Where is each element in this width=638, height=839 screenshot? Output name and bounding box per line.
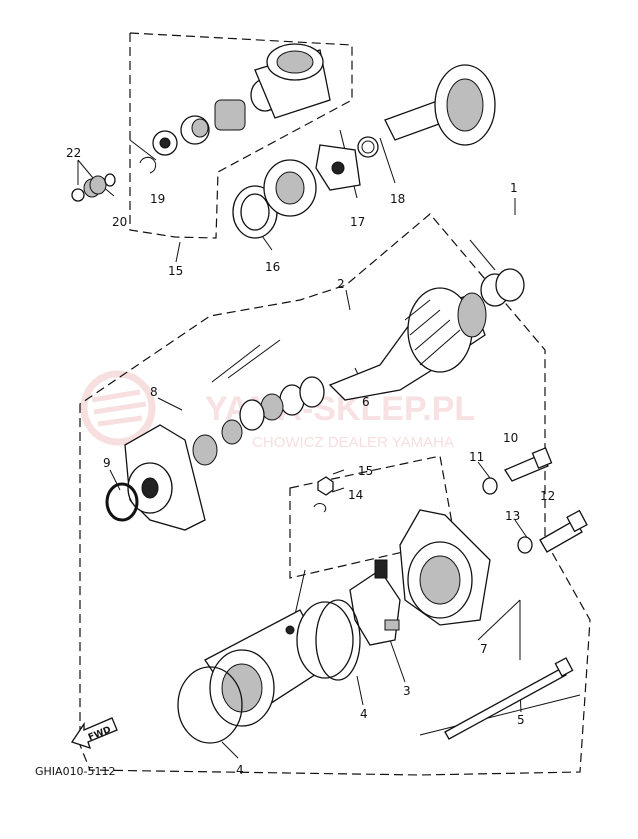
callout-9: 9 xyxy=(103,456,111,470)
part-15-nut xyxy=(317,476,334,496)
callout-4-bottom: 4 xyxy=(236,763,244,777)
part-12-bolt xyxy=(539,509,588,553)
part-2-washers xyxy=(221,268,525,445)
callout-18: 17 xyxy=(350,215,365,229)
callout-15: 15 xyxy=(358,464,373,478)
part-9-oring xyxy=(105,482,139,522)
group-16-bushings xyxy=(152,78,280,156)
callout-14: 14 xyxy=(348,488,363,502)
callout-3: 3 xyxy=(403,684,411,698)
part-3-brush-holder xyxy=(349,559,401,646)
group-16-clutch-shaft xyxy=(384,64,496,146)
diagram-code: GHIA010-5112 xyxy=(35,765,116,778)
part-10-bolt xyxy=(504,447,553,482)
callout-11: 11 xyxy=(469,450,484,464)
callout-6: 6 xyxy=(362,395,370,409)
callout-13: 13 xyxy=(505,509,520,523)
part-17-bearing xyxy=(232,159,317,239)
part-20-clip xyxy=(139,156,157,174)
group-1-outline xyxy=(79,213,591,776)
watermark-logo-icon xyxy=(80,370,156,446)
part-yoke-housing xyxy=(204,601,354,727)
group-16-outline xyxy=(129,32,353,239)
callout-7: 7 xyxy=(480,642,488,656)
callout-12: 12 xyxy=(540,489,555,503)
watermark-logo-stripes-icon xyxy=(91,389,147,427)
part-14-washer xyxy=(313,502,327,513)
callout-4-right: 4 xyxy=(360,707,368,721)
callout-21: 20 xyxy=(112,215,127,229)
callout-labels: 22 20 19 17 18 16 15 1 2 6 8 9 10 11 12 … xyxy=(66,146,555,777)
part-13-washer xyxy=(517,536,533,554)
callout-16: 15 xyxy=(168,264,183,278)
part-4-oring-front xyxy=(177,666,243,744)
callout-17: 16 xyxy=(265,260,280,274)
part-4-oring-rear xyxy=(315,599,361,681)
fwd-arrow-icon: FWD xyxy=(70,717,118,750)
callout-22: 22 xyxy=(66,146,81,160)
part-19-ring xyxy=(357,136,379,158)
callout-19: 18 xyxy=(390,192,405,206)
callout-1: 1 xyxy=(510,181,518,195)
callout-8: 8 xyxy=(150,385,158,399)
part-11-washer xyxy=(482,477,498,495)
leader-lines xyxy=(77,129,581,759)
watermark-subtitle: CHOWICZ DEALER YAMAHA xyxy=(252,434,454,451)
callout-5: 5 xyxy=(517,713,525,727)
part-6-armature xyxy=(328,287,487,401)
part-7-rear-cover xyxy=(399,509,491,626)
part-21-spring xyxy=(71,173,116,202)
callout-2: 2 xyxy=(337,277,345,291)
callout-20: 19 xyxy=(150,192,165,206)
part-5-long-bolt xyxy=(444,657,574,740)
part-18-plate xyxy=(315,144,361,191)
group-16-pinion-gear xyxy=(254,43,331,119)
part-8-front-cover xyxy=(124,424,218,531)
callout-10: 10 xyxy=(503,431,518,445)
